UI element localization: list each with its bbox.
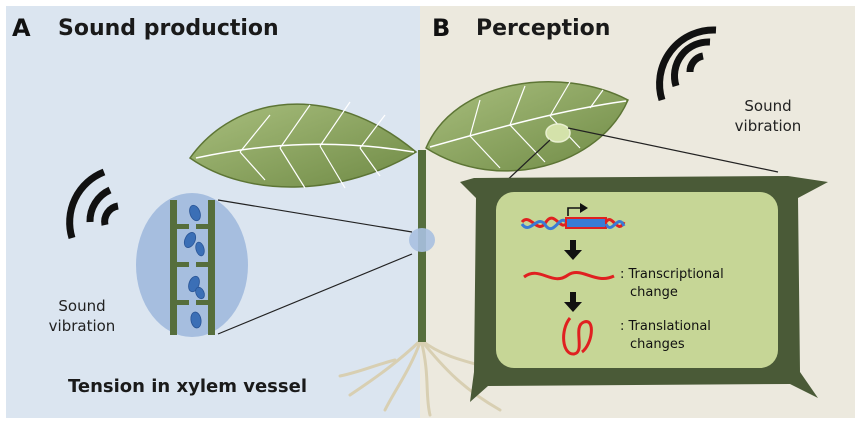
sound-vibration-label-a: Sound vibration	[36, 296, 128, 337]
water-droplets	[183, 204, 205, 329]
sound-wave-icon-a	[66, 168, 119, 240]
transcription-line2: change	[630, 284, 678, 300]
leaf-cell-highlight	[545, 123, 571, 143]
protein-fold	[562, 317, 593, 356]
zoom-line-cell-right	[567, 127, 779, 173]
xylem-zoom-oval	[136, 193, 248, 337]
translation-label: : Translational changes	[620, 318, 711, 353]
down-arrow-icon	[564, 240, 582, 312]
sound-wave-icon-b	[656, 26, 717, 102]
translation-line1: : Translational	[620, 319, 711, 334]
sound-vibration-label-b: Sound vibration	[722, 96, 814, 137]
sound-label-b-line2: vibration	[734, 117, 802, 136]
right-leaf	[425, 81, 629, 172]
zoom-line-xylem-top	[217, 199, 413, 233]
stem-highlight	[409, 228, 435, 252]
sound-label-a-line2: vibration	[48, 317, 116, 336]
tension-caption: Tension in xylem vessel	[68, 376, 307, 397]
dna-helix	[520, 203, 626, 230]
sound-label-a-line1: Sound	[58, 297, 106, 315]
mrna-strand	[523, 271, 615, 281]
transcription-line1: : Transcriptional	[620, 267, 724, 282]
sound-label-b-line1: Sound	[744, 97, 792, 115]
zoom-line-cell-left	[501, 139, 551, 186]
plant-cell	[460, 176, 828, 402]
panel-a-letter: A	[12, 14, 31, 42]
left-leaf	[188, 101, 418, 189]
translation-line2: changes	[630, 336, 685, 352]
panel-a-title: Sound production	[58, 16, 279, 41]
transcription-label: : Transcriptional change	[620, 266, 724, 301]
zoom-line-xylem-bottom	[217, 253, 413, 335]
panel-b-letter: B	[432, 14, 451, 42]
panel-b-title: Perception	[476, 16, 611, 41]
xylem-vessel	[170, 200, 215, 335]
